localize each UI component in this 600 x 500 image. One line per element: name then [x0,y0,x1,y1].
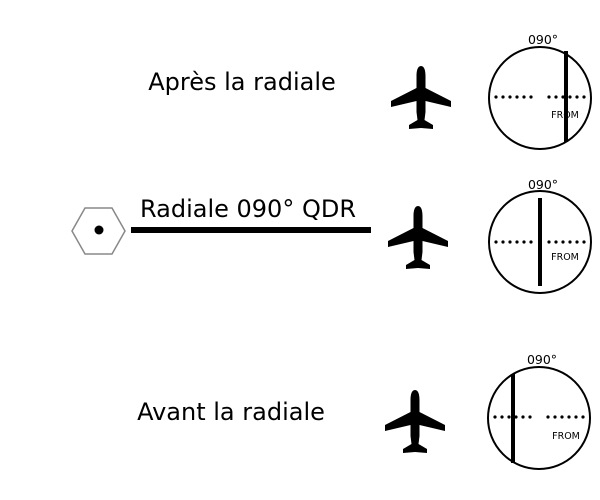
cdi-indicator-before: 090° FROM [487,352,591,470]
aircraft-icon [388,206,448,269]
heading-label: 090° [528,32,558,47]
label-after-radial: Après la radiale [148,68,336,96]
to-from-flag: FROM [551,252,579,263]
cdi-indicator-on: 090° FROM [488,177,592,294]
vor-station-icon [71,207,126,255]
heading-label: 090° [528,177,558,192]
to-from-flag: FROM [552,431,580,442]
heading-label: 090° [527,352,557,367]
aircraft-icon [385,390,445,453]
aircraft-icon [391,66,451,129]
to-from-flag: FROM [551,110,579,121]
label-radial: Radiale 090° QDR [140,195,356,223]
label-before-radial: Avant la radiale [137,398,325,426]
cdi-indicator-after: 090° FROM [488,32,592,150]
